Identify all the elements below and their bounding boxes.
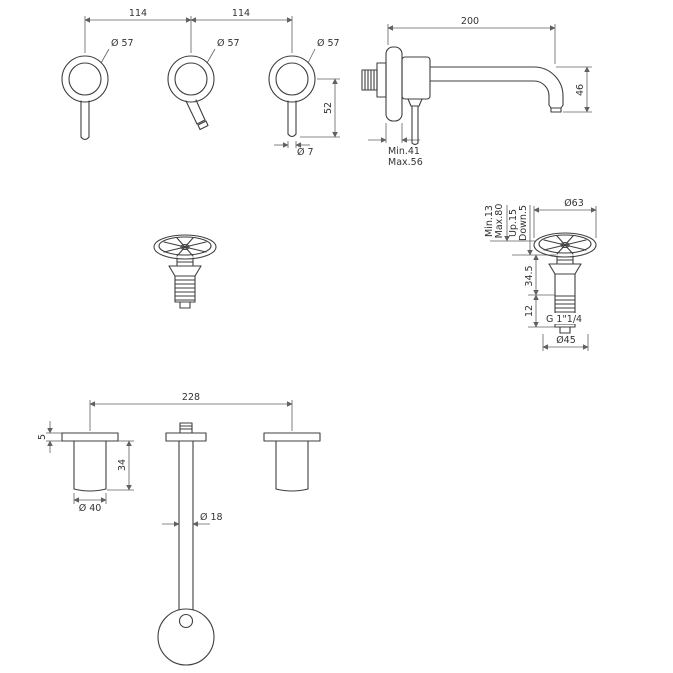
dia57-label-left: Ø 57	[111, 38, 134, 49]
drain-right-body	[548, 255, 582, 275]
wall-min-label: Min.41	[388, 146, 420, 157]
bottom-spout	[157, 422, 215, 666]
drain-left-body	[168, 257, 202, 277]
front-view: 114 114 Ø 57 Ø 57 Ø 57 52 Ø 7	[61, 8, 340, 158]
bottom-dimension-lines	[46, 400, 293, 527]
dia57-label-mid: Ø 57	[217, 38, 240, 49]
side-wall-plate	[385, 46, 403, 122]
dim-label-114-left: 114	[129, 8, 147, 19]
bottom-handle-left	[61, 432, 119, 492]
dia18-label: Ø 18	[200, 512, 223, 523]
up15-label: Up.15	[508, 209, 519, 237]
side-handle	[407, 98, 423, 146]
front-handle-left	[61, 55, 109, 141]
dim-label-52: 52	[323, 102, 334, 114]
side-faucet-body	[401, 56, 431, 100]
dim-label-12: 12	[524, 305, 535, 317]
wall-max-label: Max.56	[388, 157, 423, 168]
front-dimension-lines	[84, 16, 340, 148]
drain-view-right: Ø63 Min.13 Max.80 Up.15 Down.5 34.5 12 G…	[484, 198, 597, 351]
dim-label-34-5: 34.5	[524, 265, 535, 286]
bottom-view: 228 5 34 Ø 40 Ø 18	[37, 392, 321, 666]
drain-left-thread	[174, 275, 196, 309]
max80-label: Max.80	[494, 204, 505, 239]
front-handle-right	[268, 55, 316, 138]
side-dimension-lines	[368, 24, 592, 143]
dim-label-5: 5	[37, 434, 48, 440]
front-spout-body	[167, 55, 215, 131]
dim-label-114-right: 114	[232, 8, 250, 19]
min13-label: Min.13	[484, 205, 495, 237]
dim-label-34: 34	[117, 459, 128, 471]
thread-size-label: G 1"1/4	[546, 314, 582, 325]
drain-right-dimension-lines	[490, 205, 597, 351]
thread-label-background	[543, 313, 591, 324]
side-spout	[429, 66, 564, 113]
dim-label-200: 200	[461, 16, 479, 27]
dia7-label: Ø 7	[297, 147, 314, 158]
dia40-label: Ø 40	[79, 503, 102, 514]
drain-left-cap	[153, 234, 217, 260]
side-inlet-fitting	[361, 62, 387, 98]
dia45-label: Ø45	[556, 335, 576, 346]
dia57-label-right: Ø 57	[317, 38, 340, 49]
down5-label: Down.5	[518, 205, 529, 241]
dia63-label: Ø63	[564, 198, 584, 209]
dim-label-46: 46	[575, 84, 586, 96]
drain-right-cap	[533, 232, 597, 258]
bottom-handle-right	[263, 432, 321, 492]
dim-label-228: 228	[182, 392, 200, 403]
side-view: 200 46 Min.41 Max.56	[361, 16, 592, 168]
drain-view-left	[153, 234, 217, 309]
